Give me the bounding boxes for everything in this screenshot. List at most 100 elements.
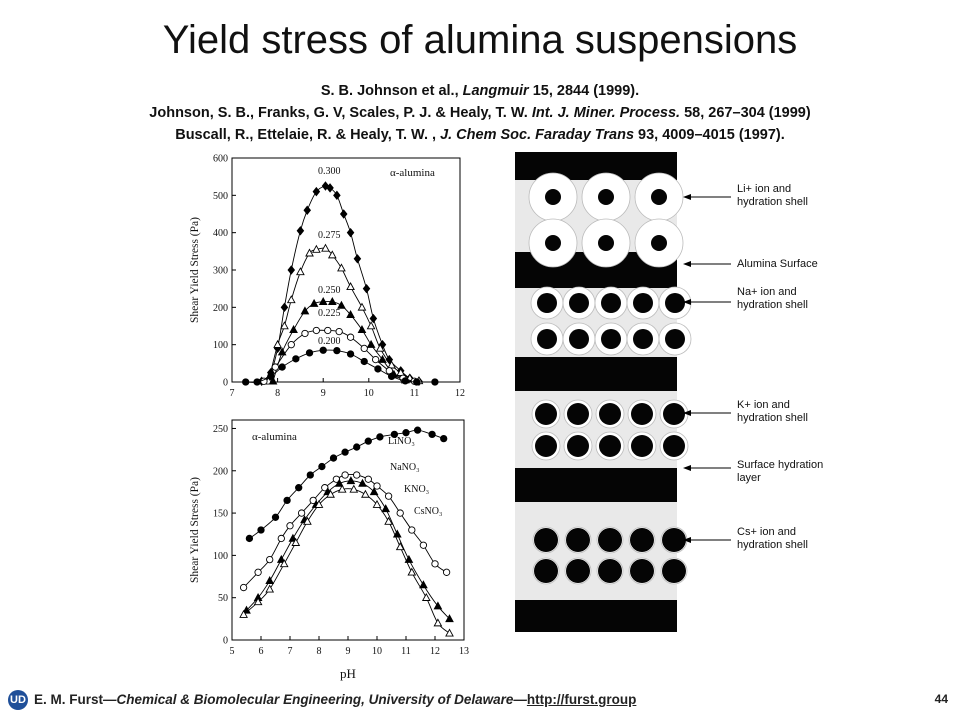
ion: [663, 403, 685, 425]
data-point: [253, 597, 263, 606]
x-tick-label: 5: [230, 646, 235, 657]
data-point: [334, 478, 344, 487]
data-point: [254, 568, 262, 576]
schematic-label: Na+ ion and: [737, 286, 797, 298]
x-tick-label: 12: [455, 388, 465, 399]
series-0.200: [242, 346, 439, 386]
ion: [651, 235, 667, 251]
data-point: [297, 509, 306, 517]
alumina-surface-layer: [515, 468, 677, 502]
data-point: [353, 471, 361, 479]
data-point: [291, 537, 301, 546]
data-point: [303, 516, 312, 525]
data-point: [428, 430, 436, 439]
footer-link[interactable]: http://furst.group: [526, 692, 637, 707]
ion: [662, 559, 686, 583]
data-point: [273, 339, 282, 348]
data-point: [357, 324, 367, 333]
data-point: [433, 601, 443, 610]
data-point: [385, 354, 394, 365]
ion: [633, 329, 653, 349]
data-point: [419, 580, 428, 589]
series-0.225: [260, 326, 419, 385]
ion: [662, 528, 686, 552]
series-LiNO₃: [245, 426, 448, 543]
data-point: [421, 592, 431, 601]
data-point: [339, 209, 348, 219]
y-tick-label: 150: [213, 509, 228, 520]
x-tick-label: 11: [401, 646, 411, 657]
x-tick-label: 8: [275, 388, 280, 399]
data-point: [346, 282, 355, 291]
plot-frame: [231, 157, 461, 383]
data-point: [327, 250, 337, 259]
page-number: 44: [934, 692, 948, 706]
data-point: [289, 324, 298, 333]
x-tick-label: 9: [346, 646, 351, 657]
data-point: [395, 542, 405, 551]
ion: [630, 528, 654, 552]
data-point: [242, 605, 251, 614]
arrow-head-icon: [683, 261, 691, 267]
university-logo-icon: UD: [8, 690, 28, 710]
data-point: [266, 555, 274, 564]
series-label: 0.275: [318, 230, 341, 241]
data-point: [245, 534, 254, 543]
data-point: [396, 509, 404, 517]
arrow-head-icon: [683, 465, 691, 471]
data-point: [349, 484, 359, 493]
ion: [545, 189, 561, 205]
data-point: [413, 426, 422, 434]
data-point: [419, 541, 428, 549]
ion: [598, 189, 614, 205]
schematic-label: hydration shell: [737, 299, 808, 311]
data-point: [376, 433, 384, 441]
schematic-label: K+ ion and: [737, 399, 790, 411]
series-label: 0.250: [318, 285, 341, 296]
data-point: [346, 350, 355, 358]
ion: [630, 559, 654, 583]
schematic-label: hydration shell: [737, 539, 808, 551]
data-point: [341, 448, 349, 456]
data-point: [265, 576, 275, 585]
data-point: [360, 357, 368, 366]
data-point: [401, 377, 409, 385]
ion: [534, 559, 558, 583]
x-tick-label: 10: [372, 646, 382, 657]
data-point: [381, 504, 391, 513]
data-point: [337, 300, 346, 309]
footer-text: E. M. Furst—Chemical & Biomolecular Engi…: [34, 692, 637, 707]
y-tick-label: 400: [213, 228, 228, 239]
ion: [535, 435, 557, 457]
ion: [537, 329, 557, 349]
data-point: [286, 522, 294, 530]
data-point: [296, 226, 305, 236]
data-point: [283, 496, 291, 505]
ion: [598, 528, 622, 552]
data-point: [346, 310, 355, 319]
data-point: [346, 476, 356, 485]
x-tick-label: 8: [317, 646, 322, 657]
series-label: 0.200: [318, 336, 341, 347]
series-label: LiNO₃: [388, 436, 415, 447]
data-point: [408, 526, 416, 534]
ion: [601, 329, 621, 349]
data-point: [321, 484, 329, 492]
ion: [663, 435, 685, 457]
ion: [545, 235, 561, 251]
data-point: [271, 363, 279, 371]
data-point: [357, 302, 367, 311]
data-point: [384, 492, 393, 500]
ion: [567, 435, 589, 457]
x-tick-label: 7: [288, 646, 293, 657]
data-point: [309, 298, 319, 307]
data-point: [280, 302, 289, 313]
data-point: [369, 313, 378, 324]
y-axis-label: Shear Yield Stress (Pa): [189, 217, 201, 323]
data-point: [371, 355, 380, 364]
data-point: [361, 489, 370, 498]
data-point: [407, 567, 417, 576]
data-point: [265, 584, 275, 593]
data-point: [239, 609, 248, 618]
